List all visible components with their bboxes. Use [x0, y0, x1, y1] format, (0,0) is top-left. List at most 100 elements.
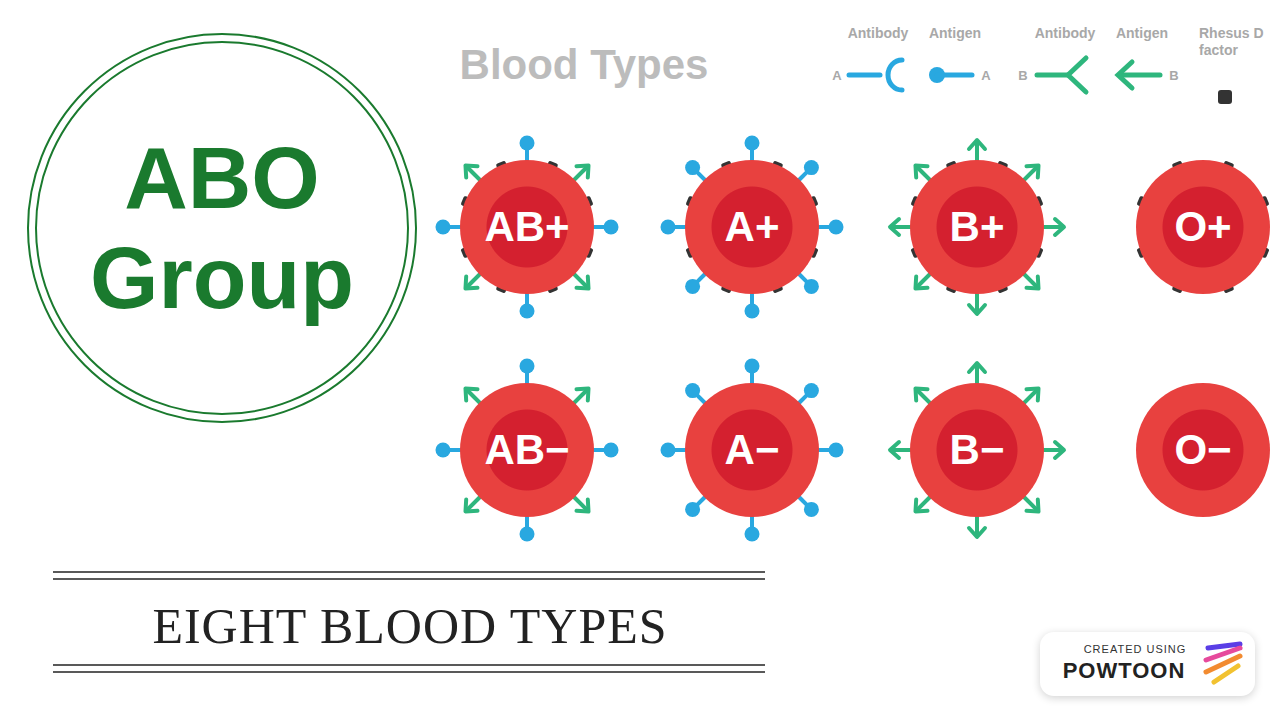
a-antigen-head — [436, 220, 451, 235]
cell-markers-group — [436, 136, 619, 319]
b-antigen-head — [915, 388, 927, 400]
b-antigen-head — [1055, 442, 1064, 458]
blood-cell: B− — [910, 383, 1044, 517]
b-antigen-stem — [573, 273, 589, 289]
b-antigen-head — [915, 165, 927, 177]
blood-cell: B+ — [910, 160, 1044, 294]
diagram-title: Blood Types — [460, 41, 709, 89]
b-antigen-stem — [915, 273, 931, 289]
ring-inner — [36, 42, 408, 414]
blood-type-label: O− — [1174, 429, 1231, 471]
b-antigen-head — [465, 499, 477, 511]
a-antigen-head — [829, 443, 844, 458]
blood-cell: O+ — [1136, 160, 1270, 294]
a-antigen-head — [804, 383, 819, 398]
legend-key: A — [981, 68, 990, 83]
legend-symbols — [849, 58, 1232, 104]
b-antigen-head — [890, 442, 899, 458]
a-antigen-head — [604, 220, 619, 235]
ring-outer — [28, 34, 416, 422]
cell-markers-group — [890, 140, 1064, 314]
cell-markers-group — [890, 363, 1064, 537]
cell-markers-group — [661, 359, 844, 542]
legend-key: B — [1018, 68, 1027, 83]
a-antigen-head — [804, 502, 819, 517]
a-antigen-head — [604, 443, 619, 458]
b-antigen-head — [1026, 499, 1038, 511]
blood-cell: AB− — [460, 383, 594, 517]
watermark-logo-text: POWTOON — [1063, 658, 1186, 684]
b-antigen-stem — [573, 496, 589, 512]
b-antigen-stem — [573, 388, 589, 404]
legend-heading: Antigen — [929, 25, 981, 41]
a-antigen-head — [804, 279, 819, 294]
a-antigen-head — [520, 359, 535, 374]
legend-heading: Rhesus D factor — [1199, 25, 1273, 59]
b-antigen-stem — [915, 496, 931, 512]
b-antigen-head — [465, 165, 477, 177]
b-antigen-head — [1055, 219, 1064, 235]
b-antigen-head — [915, 499, 927, 511]
a-antigen-head — [685, 383, 700, 398]
blood-cell: A+ — [685, 160, 819, 294]
legend-heading: Antibody — [848, 25, 909, 41]
a-antigen-head — [829, 220, 844, 235]
b-antigen-head — [576, 388, 588, 400]
b-antigen-head — [1026, 388, 1038, 400]
b-antigen-stem — [1023, 388, 1039, 404]
a-antigen-head — [520, 304, 535, 319]
a-antigen-head — [745, 527, 760, 542]
b-antigen-head — [576, 499, 588, 511]
a-antigen-head — [745, 304, 760, 319]
blood-type-label: O+ — [1174, 206, 1231, 248]
a-antigen-head — [520, 527, 535, 542]
a-antigen-head — [685, 279, 700, 294]
b-antigen-head — [576, 165, 588, 177]
cell-markers-group — [661, 136, 844, 319]
b-antigen-head — [465, 388, 477, 400]
a-antigen-head — [520, 136, 535, 151]
blood-type-label: B+ — [950, 206, 1005, 248]
band-text: EIGHT BLOOD TYPES — [152, 597, 667, 655]
b-antigen-stem — [1023, 165, 1039, 181]
b-antigen-head — [890, 219, 899, 235]
cell-markers-group — [436, 359, 619, 542]
a-antigen-head — [685, 160, 700, 175]
blood-cell: A− — [685, 383, 819, 517]
a-antigen-head — [745, 359, 760, 374]
cell-markers-group — [1136, 160, 1269, 293]
b-antigen-stem — [573, 165, 589, 181]
a-antigen-head — [436, 443, 451, 458]
legend-key: B — [1169, 68, 1178, 83]
blood-type-label: B− — [950, 429, 1005, 471]
b-antigen-head — [465, 276, 477, 288]
blood-cell: O− — [1136, 383, 1270, 517]
watermark-text: CREATED USING — [1084, 643, 1187, 655]
a-antigen-head — [661, 443, 676, 458]
legend-heading: Antibody — [1035, 25, 1096, 41]
legend-heading: Antigen — [1116, 25, 1168, 41]
b-antigen-stem — [1023, 273, 1039, 289]
band-lines — [53, 572, 765, 672]
a-antigen-head — [661, 220, 676, 235]
b-antigen-stem — [1023, 496, 1039, 512]
blood-cell: AB+ — [460, 160, 594, 294]
blood-type-label: A+ — [725, 206, 780, 248]
powtoon-logo — [1206, 644, 1240, 682]
b-antigen-head — [915, 276, 927, 288]
a-antigen-head — [685, 502, 700, 517]
blood-type-label: AB+ — [484, 206, 569, 248]
b-antigen-head — [969, 363, 985, 372]
b-antigen-head — [1026, 165, 1038, 177]
b-antigen-head — [969, 528, 985, 537]
title-circle-text: ABO Group — [72, 128, 372, 328]
blood-type-label: A− — [725, 429, 780, 471]
b-antigen-head — [1026, 276, 1038, 288]
b-antigen-stem — [465, 273, 481, 289]
b-antigen-head — [576, 276, 588, 288]
b-antigen-head — [969, 305, 985, 314]
title-circle: ABO Group — [26, 32, 418, 424]
blood-type-label: AB− — [484, 429, 569, 471]
b-antigen-head — [969, 140, 985, 149]
legend-key: A — [832, 68, 841, 83]
